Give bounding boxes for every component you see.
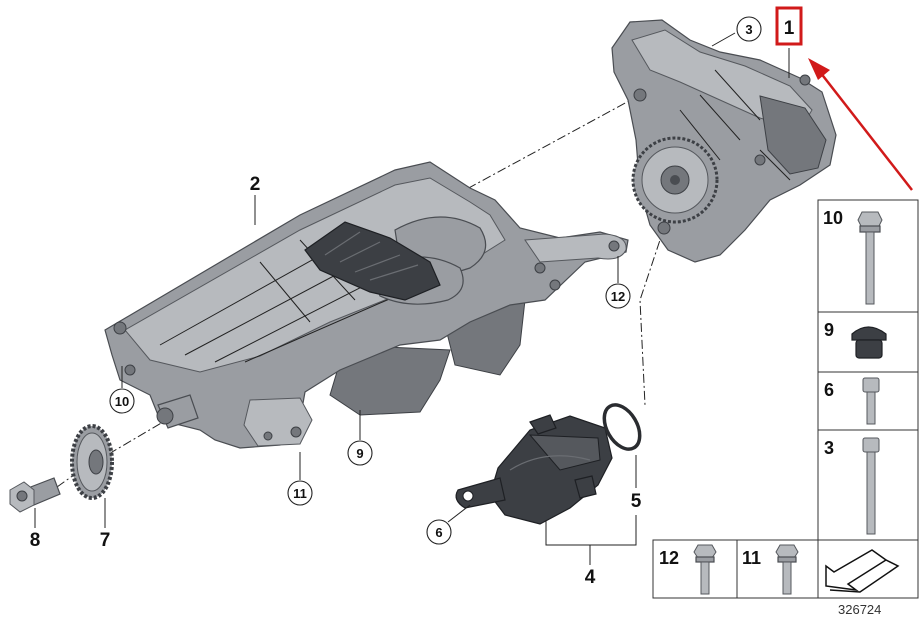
callout-9: 9 [356,446,363,461]
diagram-reference-number: 326724 [838,602,881,617]
table-item-11: 11 [742,548,761,568]
table-item-9: 9 [824,320,834,340]
callout-12: 12 [611,289,625,304]
oil-pan-assembly[interactable] [104,161,629,449]
callout-4: 4 [585,567,596,588]
o-ring[interactable] [597,399,647,456]
fastener-9-icon [851,326,887,359]
fastener-12-icon [693,544,717,595]
fastener-11-icon [775,544,799,595]
fastener-3-icon [862,437,880,535]
callout-11: 11 [293,486,307,501]
red-arrow-icon [808,58,913,191]
fastener-6-icon [862,377,880,425]
callout-3: 3 [745,22,752,37]
callout-10: 10 [115,394,129,409]
table-item-6: 6 [824,380,834,400]
table-item-10: 10 [823,208,843,228]
oil-pump[interactable] [611,19,837,263]
callout-1: 1 [784,18,795,39]
callout-2: 2 [250,174,261,195]
bolt[interactable] [9,477,61,513]
callout-7: 7 [100,530,111,551]
table-item-3: 3 [824,438,834,458]
callouts: 2 3 1 12 10 9 11 6 5 4 7 8 [30,6,803,588]
callout-5: 5 [631,491,642,512]
callout-8: 8 [30,530,41,551]
callout-1-highlight [775,6,803,46]
direction-arrow-icon [825,549,900,593]
fastener-10-icon [857,211,883,305]
callout-6: 6 [435,525,442,540]
fastener-table: 10 9 6 3 12 11 [652,199,919,599]
sprocket[interactable] [70,424,114,500]
leader-lines [34,32,790,565]
oil-strainer[interactable] [455,414,613,525]
table-item-12: 12 [659,548,679,568]
